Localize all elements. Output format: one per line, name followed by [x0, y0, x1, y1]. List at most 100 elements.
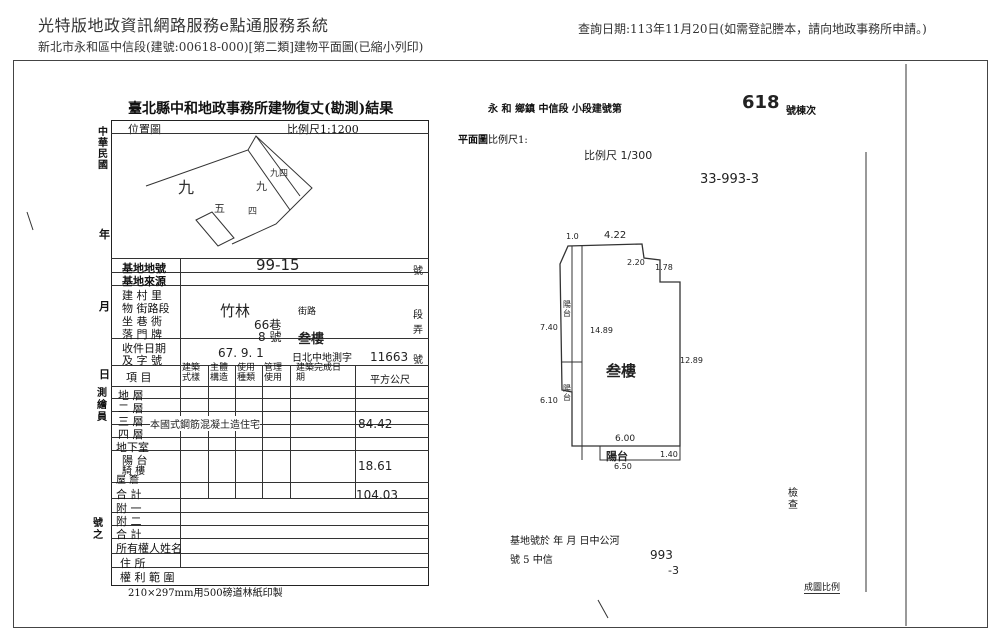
balcony-2: 騎 樓	[122, 466, 146, 477]
floor-1: 地 層	[118, 389, 144, 402]
rule	[111, 285, 429, 286]
seg-suffix: 段	[413, 310, 423, 321]
dim-bottom-small: 1.40	[660, 450, 678, 459]
floor-label: 叁樓	[298, 332, 325, 347]
floor-3: 三 層	[118, 415, 144, 428]
rule	[111, 398, 429, 399]
receipt-date: 67. 9. 1	[218, 346, 264, 360]
plan-hand-scale: 比例尺 1/300	[584, 149, 653, 162]
survey-form	[111, 120, 429, 586]
dim-top: 4.22	[604, 230, 627, 241]
side-label-month: 月	[99, 300, 110, 313]
lane-suffix: 弄	[413, 325, 423, 336]
balcony-3: 屋 簷	[116, 475, 140, 486]
dim-bottom-outer: 6.50	[614, 462, 632, 471]
bottom-hand-2: -3	[668, 564, 679, 577]
col-use: 使用種類	[237, 363, 256, 383]
label-base-source: 基地來源	[122, 275, 166, 288]
dim-step-a: 2.20	[627, 258, 645, 267]
dim-step-b: 1.78	[655, 263, 673, 272]
col-mgmt: 管理使用	[264, 363, 283, 383]
floor-4: 四 層	[118, 428, 144, 441]
side-label-day: 日	[99, 368, 110, 381]
annex-1: 附 一	[116, 502, 142, 515]
annex-2: 附 二	[116, 515, 142, 528]
rule	[111, 386, 429, 387]
receipt-no-prefix: 日北中地測字	[292, 353, 352, 364]
rule	[111, 338, 429, 339]
page-subtitle: 新北市永和區中信段(建號:00618-000)[第二類]建物平面圖(已縮小列印)	[38, 40, 424, 54]
corner-label: 成圖比例	[804, 580, 841, 594]
plan-hand-ref: 33-993-3	[700, 172, 760, 187]
side-char-2: 華	[98, 138, 108, 149]
form-heading: 臺北縣中和地政事務所建物復丈(勘測)結果	[128, 101, 394, 117]
rule	[111, 553, 429, 554]
area-floor3: 84.42	[358, 417, 393, 431]
total: 合 計	[116, 488, 142, 501]
rule	[262, 365, 263, 498]
total-2: 合 計	[116, 528, 142, 541]
label-receipt-2: 及 字 號	[122, 354, 162, 367]
rule	[111, 258, 429, 259]
rule	[235, 365, 236, 498]
location-map-label: 位置圖	[128, 123, 161, 136]
rule	[355, 365, 356, 498]
dim-right: 12.89	[680, 356, 703, 365]
plan-bldg-no: 618	[742, 92, 780, 113]
location-scale: 比例尺1:1200	[287, 123, 359, 136]
rule	[111, 437, 429, 438]
label-base-lot: 基地地號	[122, 262, 166, 275]
label-receipt: 收件日期	[122, 342, 166, 355]
plan-suffix: 號棟次	[786, 106, 816, 117]
street-value: 竹林	[220, 302, 251, 320]
label-addr-2: 物 街路段	[122, 302, 170, 315]
side-label-china: 中 華 民 國	[98, 127, 110, 171]
receipt-suffix: 號	[413, 355, 423, 366]
side-label-surveyor: 測繪員	[97, 388, 107, 423]
plan-header: 永 和 鄉鎮 中信段 小段建號第	[488, 104, 622, 115]
bottom-note-1: 基地號於 年 月 日中公河	[510, 536, 620, 547]
scanned-sheet	[13, 60, 988, 628]
side-char-4: 國	[98, 160, 108, 171]
dim-left-upper: 7.40	[540, 323, 558, 332]
rule	[290, 365, 291, 498]
area-total: 104.03	[356, 488, 398, 502]
col-structure: 主體構造	[210, 363, 229, 383]
bottom-note-2: 號 5 中信	[510, 555, 553, 566]
side-char-3: 民	[98, 149, 108, 160]
side-label-no: 號之	[93, 518, 103, 541]
plan-scale-label: 比例尺1:	[488, 135, 528, 146]
lane-value: 66巷	[254, 318, 282, 332]
label-addr-1: 建 村 里	[122, 289, 162, 302]
col-area: 平方公尺	[370, 375, 410, 386]
rule	[111, 525, 429, 526]
rule	[111, 450, 429, 451]
page-title: 光特版地政資訊網路服務e點通服務系統	[38, 16, 329, 35]
receipt-no: 11663	[370, 350, 409, 364]
balcony: 陽 台	[122, 454, 148, 467]
owner: 所有權人姓名	[116, 542, 182, 555]
rule	[111, 133, 429, 134]
area-balcony: 18.61	[358, 459, 393, 473]
label-addr-3: 坐 巷 衖	[122, 315, 162, 328]
dim-bottom: 6.00	[615, 434, 636, 444]
rule	[111, 424, 429, 425]
balcony-top: 陽台	[563, 300, 571, 318]
query-date: 查詢日期:113年11月20日(如需登記謄本，請向地政事務所申請。)	[578, 22, 927, 36]
col-complete: 建築完成日 期	[296, 363, 342, 383]
col-item: 項 目	[126, 371, 152, 384]
balcony-bottom: 陽台	[606, 450, 628, 463]
form-footer: 210×297mm用500磅道林紙印製	[128, 588, 283, 599]
balcony-mid: 陽台	[563, 384, 571, 402]
dim-left-lower: 6.10	[540, 396, 558, 405]
rule	[111, 272, 429, 273]
rule	[111, 365, 429, 366]
rule	[208, 365, 209, 498]
rule	[111, 567, 429, 568]
base-lot-suffix: 號	[413, 266, 423, 277]
plan-label: 平面圖	[458, 135, 488, 146]
rule	[111, 512, 429, 513]
dim-top-left: 1.0	[566, 232, 579, 241]
rule	[111, 482, 429, 483]
col-style: 建築式樣	[182, 363, 201, 383]
